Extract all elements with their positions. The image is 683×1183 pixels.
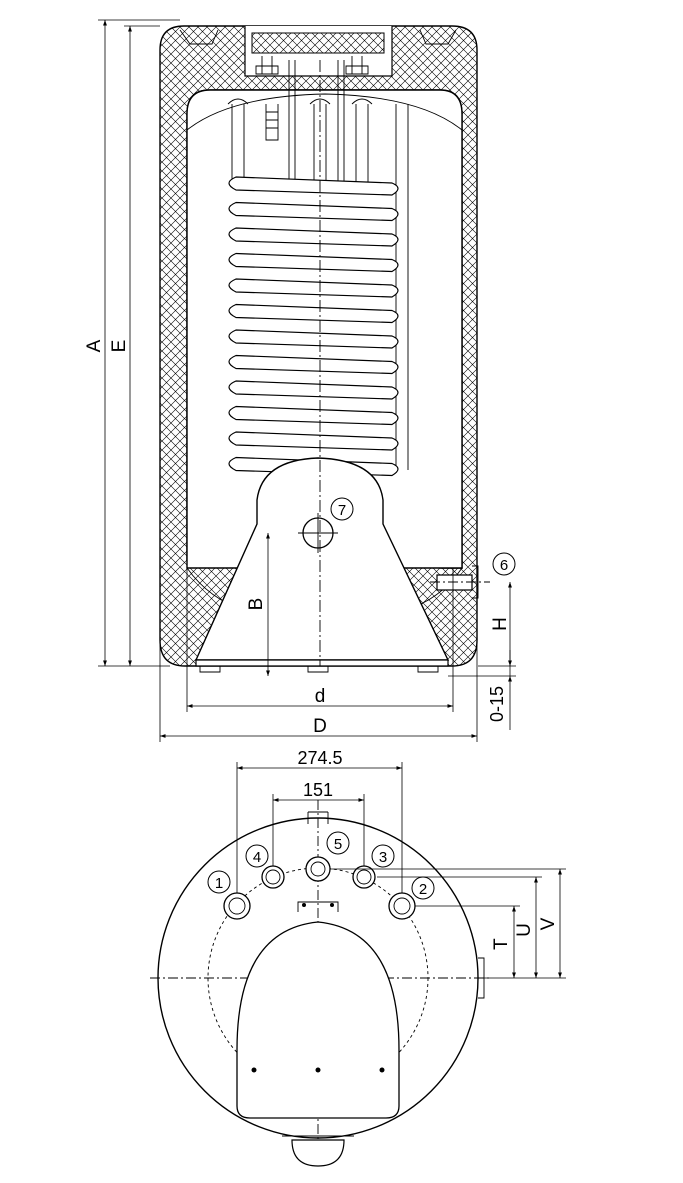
dim-d-ext (186, 568, 454, 712)
top-view: 274.5 151 T U V 1 2 3 4 5 (150, 748, 566, 1167)
flange-bolts (261, 56, 363, 74)
anode-rod-2 (337, 60, 345, 186)
bolt-4 (302, 903, 306, 907)
bolt-3 (379, 1067, 385, 1073)
label-offset: 0-15 (487, 686, 507, 722)
dim-151-ext (272, 794, 365, 866)
dim-D-ext (159, 640, 478, 742)
coil-turn (228, 176, 399, 196)
stand-base (195, 659, 449, 667)
pipe-left (231, 104, 245, 180)
heat-exchanger-coil (228, 176, 399, 477)
dim-274-ext (236, 762, 403, 893)
dim-A-ext (98, 19, 180, 667)
coil-turn (228, 201, 399, 222)
pipe-cap-left (227, 98, 249, 105)
foot-right (417, 666, 439, 673)
callout-4-label: 4 (253, 849, 261, 866)
pipe-cap-centre (309, 98, 331, 105)
connection-6-stub (472, 565, 479, 599)
connection-1 (223, 892, 251, 920)
coil-turn (228, 380, 399, 400)
top-cap-right (419, 29, 457, 45)
label-A: A (84, 339, 105, 352)
foot-centre (307, 666, 329, 673)
label-B: B (246, 598, 267, 611)
support-stand (194, 457, 450, 661)
dim-TUV-ext (330, 868, 566, 979)
label-d: d (315, 686, 326, 707)
coil-turn (228, 354, 399, 375)
label-E: E (109, 340, 130, 353)
flange-nuts (255, 65, 369, 75)
bolt-1 (251, 1067, 257, 1073)
side-view: A E B H 0-15 d D 7 6 (84, 19, 516, 742)
label-V: V (538, 917, 559, 930)
coil-turn (228, 431, 399, 451)
label-274-5: 274.5 (297, 748, 342, 768)
top-cap-left (179, 29, 219, 45)
callout-5-label: 5 (334, 836, 342, 853)
label-151: 151 (303, 780, 333, 800)
callout-2-bubble (411, 876, 435, 900)
coil-turn (228, 405, 399, 426)
top-flange (251, 32, 385, 54)
callout-3-bubble (371, 844, 395, 868)
coil-turn (228, 252, 399, 273)
label-U: U (514, 923, 535, 937)
stand-footprint (236, 921, 400, 1119)
connection-7-axis (298, 513, 338, 553)
pipe-cap-right (351, 98, 373, 105)
anode-rod (288, 60, 296, 186)
label-D: D (313, 716, 327, 737)
stand-notch (297, 901, 339, 912)
foot-left (199, 666, 221, 673)
callout-6-label: 6 (500, 557, 508, 574)
sensor-plug (265, 104, 279, 141)
connection-6 (436, 574, 473, 591)
callout-2-label: 2 (419, 881, 427, 898)
callout-7-bubble (330, 497, 354, 521)
connection-5 (305, 856, 331, 882)
callout-3-label: 3 (379, 849, 387, 866)
coil-turn (228, 303, 399, 324)
callout-6-bubble (492, 552, 516, 576)
top-tab (307, 811, 329, 824)
bolt-2 (315, 1067, 321, 1073)
callout-1-bubble (207, 870, 231, 894)
connection-2 (388, 892, 416, 920)
tank-top-dome (186, 93, 463, 131)
callout-1-label: 1 (215, 875, 223, 892)
coil-turn (228, 329, 399, 349)
callout-4-bubble (245, 844, 269, 868)
callout-5-bubble (326, 831, 350, 855)
pipe-centre (313, 104, 327, 184)
bolt-5 (330, 903, 334, 907)
pipe-right (355, 104, 369, 184)
label-T: T (491, 938, 512, 950)
label-H: H (490, 617, 511, 631)
bottom-tab (291, 1139, 345, 1167)
connection-4 (261, 865, 285, 889)
callout-7-label: 7 (338, 502, 346, 519)
coil-turn (228, 227, 399, 247)
coil-turn (228, 278, 399, 298)
